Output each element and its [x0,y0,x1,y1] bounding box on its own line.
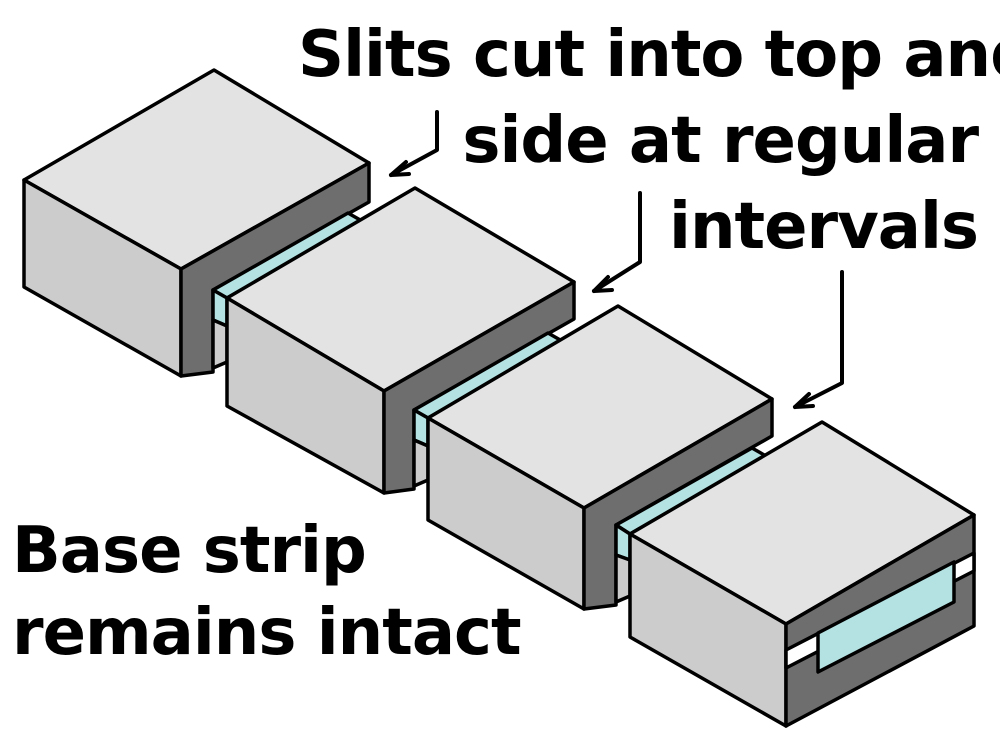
top-callout-line-1: Slits cut into top and [298,18,1000,92]
block-1 [22,68,371,378]
block-3 [426,304,774,611]
callout-arrows [389,110,844,409]
base-strip-2-edge [412,438,430,488]
block-4-slit-base-strip [816,560,956,674]
block-4 [628,420,976,728]
bottom-callout-line-2: remains intact [12,596,522,670]
top-callout-line-2: side at regular [462,104,979,178]
arrow-3 [793,270,844,409]
base-strip-3-edge [614,553,632,604]
bottom-callout-line-1: Base strip [12,514,367,588]
top-callout-line-3: intervals [669,190,979,264]
top-callout-text: Slits cut into top and side at regular i… [298,12,1000,270]
arrow-1 [389,110,439,177]
base-strip-1-edge [211,318,229,370]
bottom-callout-text: Base strip remains intact [12,510,572,674]
arrow-2 [592,191,642,293]
block-2 [225,186,576,495]
